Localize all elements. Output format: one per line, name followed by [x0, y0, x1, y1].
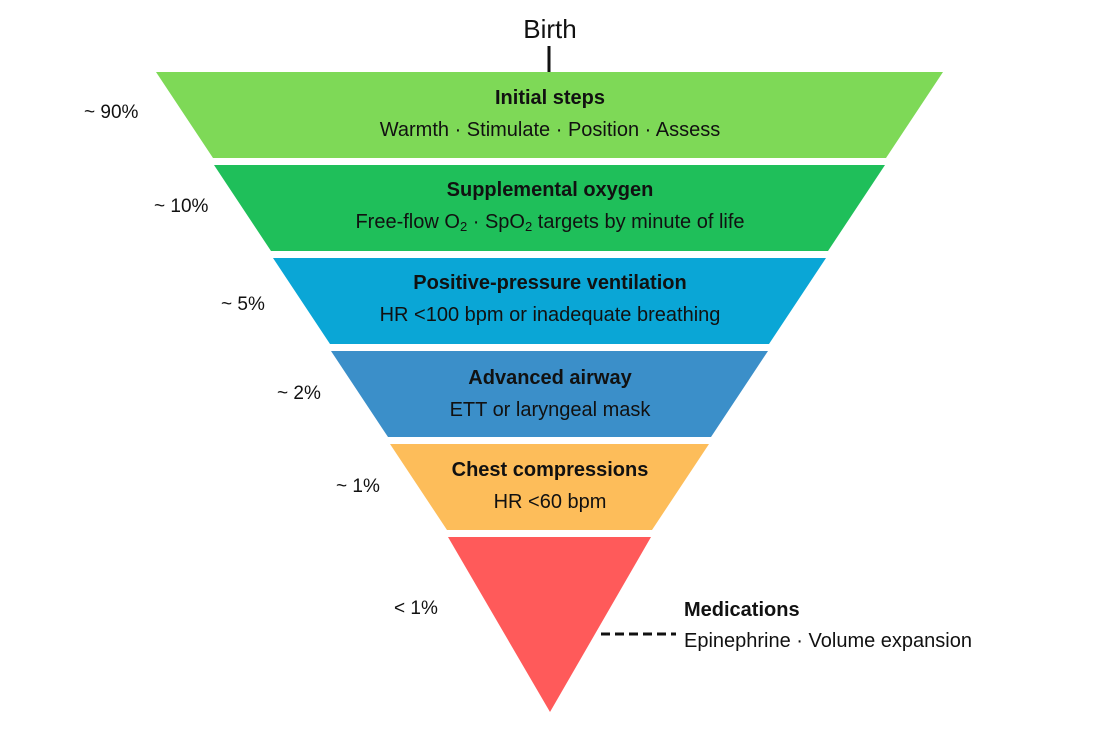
percent-medications: < 1%	[394, 598, 438, 619]
tier-advanced-airway	[331, 351, 768, 437]
tier-initial-steps-text: Initial steps Warmth · Stimulate · Posit…	[250, 86, 850, 143]
tier-title: Advanced airway	[468, 367, 632, 389]
percent-initial-steps: ~ 90%	[84, 102, 139, 123]
tier-title: Supplemental oxygen	[446, 179, 654, 201]
tier-supplemental-oxygen-text: Supplemental oxygen Free-flow O2 · SpO2 …	[250, 178, 850, 235]
tier-positive-pressure-ventilation	[273, 258, 826, 344]
tier-subtitle: HR <60 bpm	[493, 491, 607, 513]
percent-advanced-airway: ~ 2%	[277, 383, 321, 404]
callout-title: Medications	[684, 599, 800, 621]
tier-supplemental-oxygen	[214, 165, 885, 251]
tier-title: Initial steps	[494, 87, 606, 109]
percent-supplemental-oxygen: ~ 10%	[154, 196, 209, 217]
percent-chest-compressions: ~ 1%	[336, 476, 380, 497]
tier-initial-steps	[156, 72, 943, 158]
tier-advanced-airway-text: Advanced airway ETT or laryngeal mask	[250, 366, 850, 423]
tier-medications	[448, 537, 651, 712]
tier-subtitle: ETT or laryngeal mask	[449, 399, 651, 421]
tier-title: Chest compressions	[451, 459, 649, 481]
medications-callout: Medications Epinephrine · Volume expansi…	[684, 597, 972, 654]
tier-subtitle: Warmth · Stimulate · Position · Assess	[379, 119, 721, 141]
tier-subtitle: HR <100 bpm or inadequate breathing	[379, 304, 721, 326]
birth-label: Birth	[523, 14, 577, 44]
percent-ppv: ~ 5%	[221, 294, 265, 315]
callout-subtitle: Epinephrine · Volume expansion	[684, 630, 972, 652]
tier-chest-compressions-text: Chest compressions HR <60 bpm	[250, 458, 850, 515]
tier-chest-compressions	[390, 444, 709, 530]
tier-title: Positive-pressure ventilation	[413, 272, 687, 294]
tier-subtitle: Free-flow O2 · SpO2 targets by minute of…	[355, 211, 745, 234]
tier-ppv-text: Positive-pressure ventilation HR <100 bp…	[250, 271, 850, 328]
